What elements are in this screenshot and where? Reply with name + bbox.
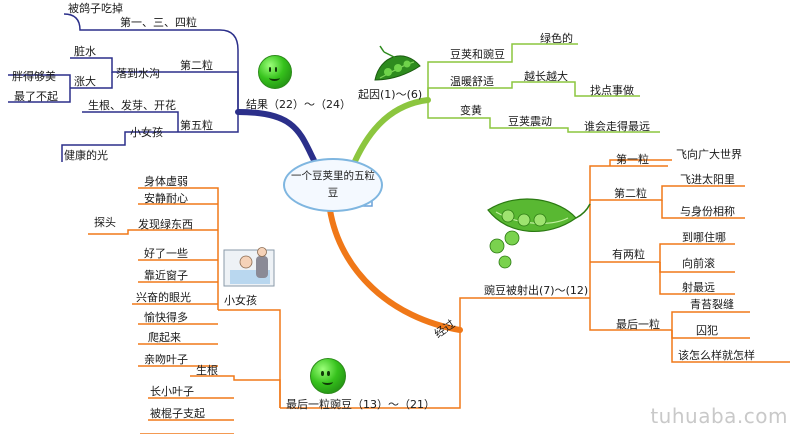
node-small-leaves[interactable]: 长小叶子 — [150, 385, 194, 398]
node-second-pea[interactable]: 第二粒 — [180, 59, 213, 72]
node-propped-stick[interactable]: 被棍子支起 — [150, 407, 205, 420]
node-quiet-patient[interactable]: 安静耐心 — [144, 192, 188, 205]
node-near-window[interactable]: 靠近窗子 — [144, 269, 188, 282]
node-shot-second[interactable]: 第二粒 — [614, 187, 647, 200]
node-prisoner[interactable]: 囚犯 — [696, 324, 718, 337]
node-take-root[interactable]: 生根 — [196, 364, 218, 377]
node-little-girl[interactable]: 小女孩 — [130, 126, 163, 139]
node-pod-shaking[interactable]: 豆荚震动 — [508, 115, 552, 128]
node-healthy-light[interactable]: 健康的光 — [64, 149, 108, 162]
node-most-great[interactable]: 最了不起 — [14, 90, 58, 103]
node-dirty-water[interactable]: 脏水 — [74, 45, 96, 58]
node-fly-world[interactable]: 飞向广大世界 — [676, 148, 742, 161]
branch-last-label[interactable]: 最后一粒豌豆（13）～（21） — [286, 398, 435, 411]
branch-cause-label[interactable]: 起因(1)～(6) — [358, 88, 423, 101]
node-much-happier[interactable]: 愉快得多 — [144, 311, 188, 324]
node-moss-crack[interactable]: 青苔裂缝 — [690, 298, 734, 311]
node-a-bit-better[interactable]: 好了一些 — [144, 247, 188, 260]
node-turn-yellow[interactable]: 变黄 — [460, 104, 482, 117]
node-fat-enough[interactable]: 胖得够美 — [12, 70, 56, 83]
node-roll-forward[interactable]: 向前滚 — [682, 257, 715, 270]
node-who-farthest[interactable]: 谁会走得最远 — [584, 120, 650, 133]
root-topic[interactable]: 一个豆荚里的五粒 豆 — [283, 158, 383, 212]
node-as-it-should[interactable]: 该怎么样就怎样 — [678, 349, 755, 362]
node-find-something[interactable]: 找点事做 — [590, 84, 634, 97]
branch-shot-label[interactable]: 豌豆被射出(7)～(12) — [484, 284, 589, 297]
node-growing-bigger[interactable]: 越长越大 — [524, 70, 568, 83]
branch-result-label[interactable]: 结果（22）～（24） — [246, 98, 351, 111]
root-title-line2: 豆 — [327, 187, 339, 199]
node-two-peas[interactable]: 有两粒 — [612, 248, 645, 261]
node-shot-first[interactable]: 第一粒 — [616, 153, 649, 166]
node-peek-head[interactable]: 探头 — [94, 216, 116, 229]
girl-bed-icon — [223, 247, 275, 287]
node-pod-and-peas[interactable]: 豆荚和豌豆 — [450, 48, 505, 61]
pea-pod-icon-top — [374, 45, 421, 81]
branch-girl-label[interactable]: 小女孩 — [224, 294, 257, 307]
node-get-up[interactable]: 爬起来 — [148, 331, 181, 344]
branch-result-curve — [235, 109, 321, 171]
node-fit-status[interactable]: 与身份相称 — [680, 205, 735, 218]
node-green[interactable]: 绿色的 — [540, 32, 573, 45]
node-live-anywhere[interactable]: 到哪住哪 — [682, 231, 726, 244]
node-gutter[interactable]: 落到水沟 — [116, 67, 160, 80]
smiling-pea-icon-top — [258, 55, 292, 89]
pea-pod-icon-right — [487, 198, 591, 269]
branch-process-curve — [327, 207, 463, 333]
node-kiss-leaf[interactable]: 亲吻叶子 — [144, 353, 188, 366]
root-title-line1: 一个豆荚里的五粒 — [291, 170, 375, 182]
branch-cause-curve — [349, 97, 431, 171]
node-peas-1-3-4[interactable]: 第一、三、四粒 — [120, 16, 197, 29]
smiling-pea-icon-bottom — [310, 358, 346, 394]
node-excited-eyes[interactable]: 兴奋的眼光 — [136, 291, 191, 304]
node-grow[interactable]: 生根、发芽、开花 — [88, 99, 176, 112]
node-find-green[interactable]: 发现绿东西 — [138, 218, 193, 231]
node-warm-comfortable[interactable]: 温暖舒适 — [450, 75, 494, 88]
node-weak-body[interactable]: 身体虚弱 — [144, 175, 188, 188]
node-shoot-farthest[interactable]: 射最远 — [682, 281, 715, 294]
node-last-one[interactable]: 最后一粒 — [616, 318, 660, 331]
node-fifth-pea[interactable]: 第五粒 — [180, 119, 213, 132]
watermark: tuhuaba.com — [650, 404, 788, 428]
node-pigeon[interactable]: 被鸽子吃掉 — [68, 2, 123, 15]
node-fly-sun[interactable]: 飞进太阳里 — [680, 173, 735, 186]
node-swell[interactable]: 涨大 — [74, 75, 96, 88]
